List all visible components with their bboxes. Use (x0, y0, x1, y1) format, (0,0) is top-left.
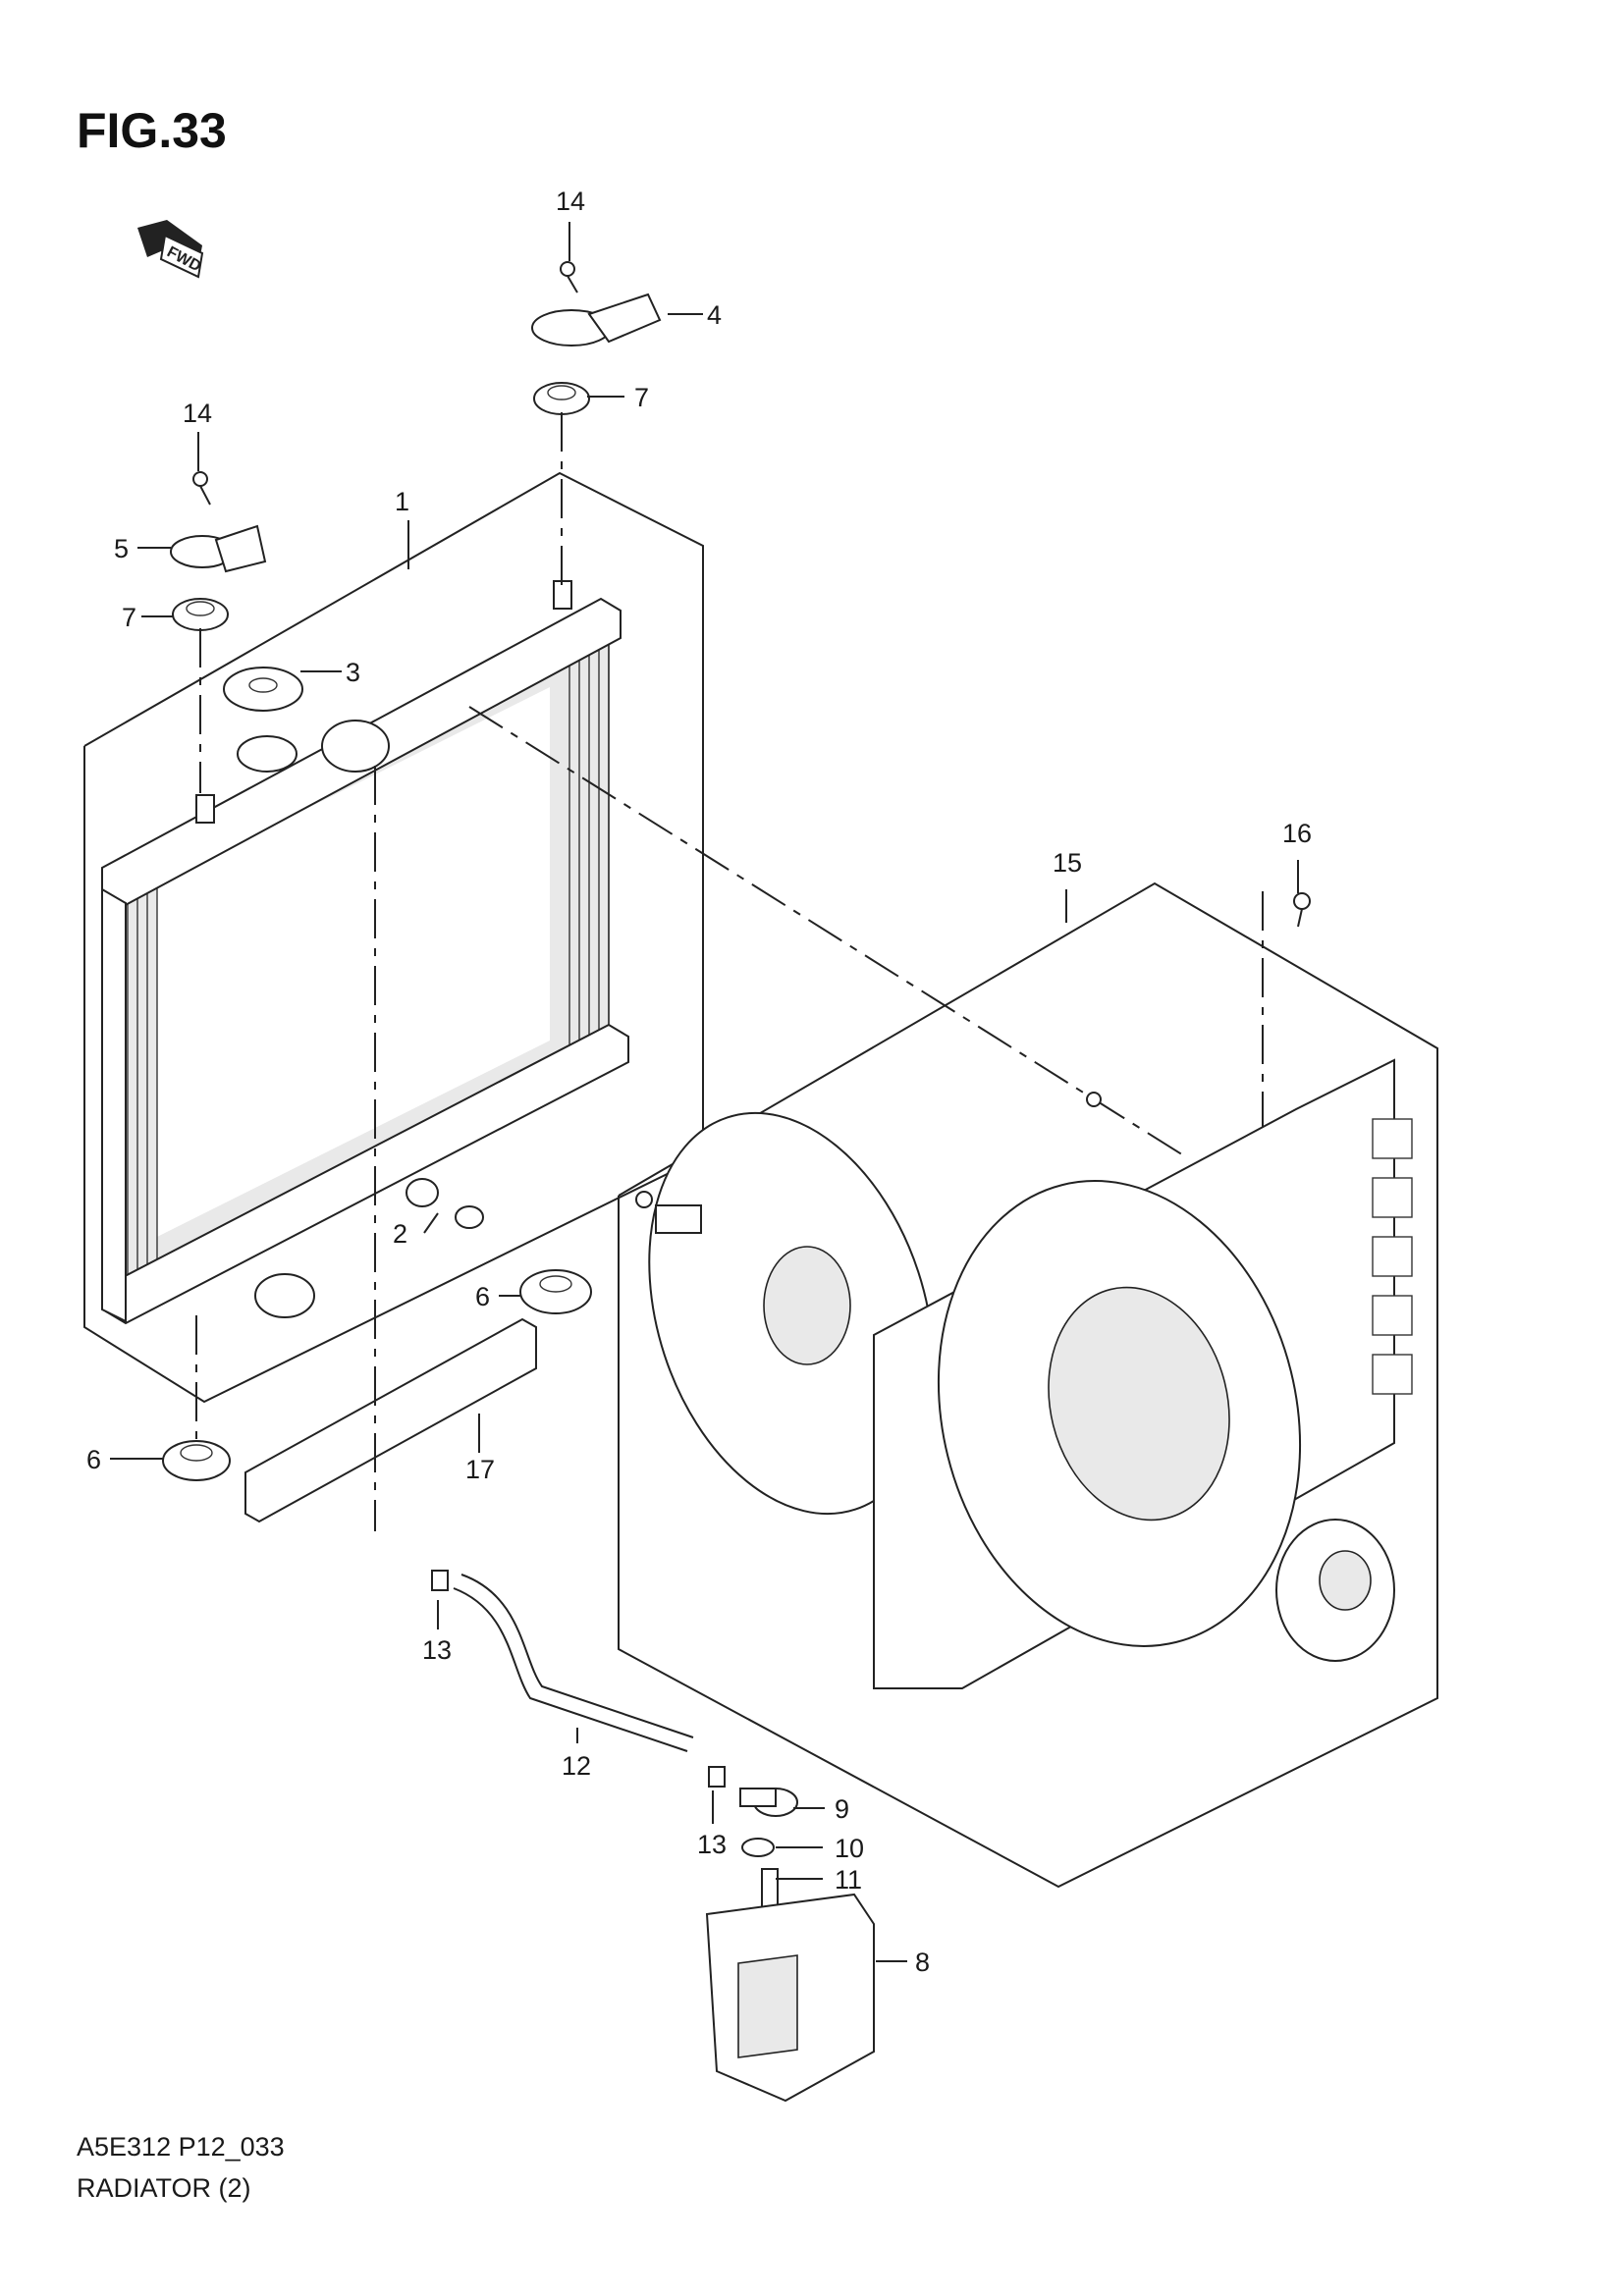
bolt-14-top-left (192, 471, 211, 506)
figure-code: A5E312 P12_033 (77, 2132, 285, 2162)
fan-motor (1275, 1519, 1395, 1662)
mount-cushion-7-right (533, 382, 590, 415)
reservoir-cap (739, 1788, 798, 1817)
figure-caption: RADIATOR (2) (77, 2173, 251, 2203)
drain-plug (406, 1178, 484, 1229)
callout-10: 10 (835, 1834, 864, 1863)
upper-hose-outlet (321, 720, 390, 773)
callout-3: 3 (346, 658, 360, 687)
radiator-side-tank (101, 887, 127, 1323)
callout-11: 11 (835, 1865, 862, 1895)
callout-labels: 14 4 7 14 1 5 7 3 16 15 2 6 6 17 13 12 9… (86, 187, 1312, 1977)
callout-2: 2 (393, 1219, 407, 1249)
radiator-fins (127, 648, 600, 1286)
leader-lines (110, 222, 1299, 1962)
radiator-assembly (83, 471, 704, 1404)
callout-13: 13 (422, 1635, 452, 1665)
lower-hose-outlet (254, 1273, 315, 1318)
bolt-14-top-right (560, 261, 578, 294)
hose-clamp-13-lower (708, 1766, 726, 1788)
bolt-16 (1293, 892, 1311, 928)
callout-5: 5 (114, 534, 129, 563)
callout-16: 16 (1282, 819, 1312, 848)
shroud-clip (635, 1191, 653, 1208)
fan-outline-box (618, 881, 1438, 1889)
callout-4: 4 (707, 300, 722, 330)
radiator-mount-pin-right (553, 580, 572, 610)
fan-shroud-assembly (618, 881, 1438, 1889)
callout-6: 6 (86, 1445, 101, 1474)
callout-13: 13 (697, 1830, 727, 1859)
shroud-louvers (1372, 1118, 1413, 1395)
radiator-cap (223, 667, 303, 712)
callout-9: 9 (835, 1794, 849, 1824)
shroud-label-plate (655, 1204, 702, 1234)
figure-title: FIG.33 (77, 103, 227, 158)
mount-cushion-7-left (172, 598, 229, 631)
callout-12: 12 (562, 1751, 591, 1781)
lower-cushion-6-right (519, 1269, 592, 1314)
reservoir-inlet-tube (761, 1868, 779, 1911)
callout-7: 7 (634, 383, 649, 412)
callout-7: 7 (122, 603, 136, 632)
motor-housing (1048, 1286, 1230, 1522)
callout-6: 6 (475, 1282, 490, 1311)
forward-direction-arrow: FWD (137, 220, 203, 279)
callout-17: 17 (465, 1455, 495, 1484)
filler-neck (237, 735, 298, 773)
hose-clamp-13-upper (431, 1570, 449, 1591)
seal-strip (244, 1317, 537, 1523)
callout-15: 15 (1053, 848, 1082, 878)
upper-bracket-left (170, 524, 267, 573)
radiator-mount-pin-left (195, 794, 215, 824)
reservoir-hose (453, 1587, 688, 1752)
callout-1: 1 (395, 487, 409, 516)
fan-hub (763, 1246, 851, 1365)
reservoir-tank (705, 1893, 875, 2103)
assembly-center-lines (195, 412, 1264, 1531)
lower-cushion-6-left (162, 1440, 231, 1481)
upper-bracket-right (531, 293, 662, 347)
callout-8: 8 (915, 1948, 930, 1977)
reservoir-cap-seal (741, 1838, 775, 1857)
shroud-bolt (1086, 1092, 1102, 1107)
callout-14: 14 (556, 187, 585, 216)
callout-14: 14 (183, 399, 212, 428)
